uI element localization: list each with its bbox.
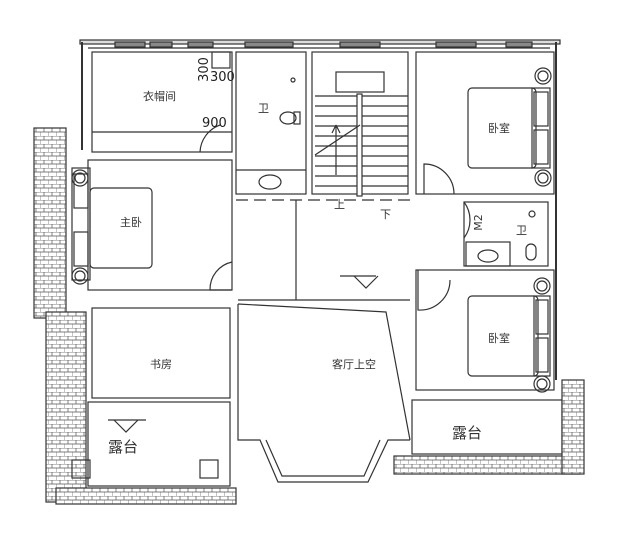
room-label-master-bedroom: 主卧 bbox=[120, 216, 142, 229]
room-label-bedroom-top-right: 卧室 bbox=[488, 122, 510, 135]
bedroom-bottom-right bbox=[415, 269, 555, 393]
room-label-terrace-right: 露台 bbox=[452, 424, 483, 442]
terrace-left bbox=[71, 401, 231, 487]
bathroom-2 bbox=[463, 201, 549, 267]
staircase bbox=[311, 51, 409, 197]
walk-in-closet bbox=[91, 51, 233, 153]
dimension-900: 900 bbox=[202, 116, 227, 131]
stair-up-label: 上 bbox=[334, 198, 345, 211]
room-label-walk-in-closet: 衣帽间 bbox=[143, 90, 176, 103]
central-hall bbox=[236, 199, 416, 301]
terrace-right bbox=[393, 379, 585, 475]
room-label-bedroom-bottom-right: 卧室 bbox=[488, 332, 510, 345]
room-label-bathroom-2: 卫 bbox=[516, 224, 527, 237]
living-room-void bbox=[237, 303, 411, 483]
master-bedroom bbox=[71, 159, 233, 291]
study bbox=[91, 307, 231, 399]
dimension-300-horizontal: 300 bbox=[210, 70, 235, 85]
room-label-bathroom-1: 卫 bbox=[258, 102, 269, 115]
bedroom-top-right bbox=[415, 51, 555, 195]
room-label-study: 书房 bbox=[150, 358, 172, 371]
exterior-walls bbox=[79, 39, 561, 380]
door-tag-m2: M2 bbox=[471, 214, 485, 231]
room-label-living-void: 客厅上空 bbox=[332, 358, 376, 371]
room-label-terrace-left: 露台 bbox=[108, 438, 139, 456]
bathroom-1 bbox=[235, 51, 307, 195]
left-balcony bbox=[33, 127, 237, 505]
stair-down-label: 下 bbox=[380, 208, 391, 221]
